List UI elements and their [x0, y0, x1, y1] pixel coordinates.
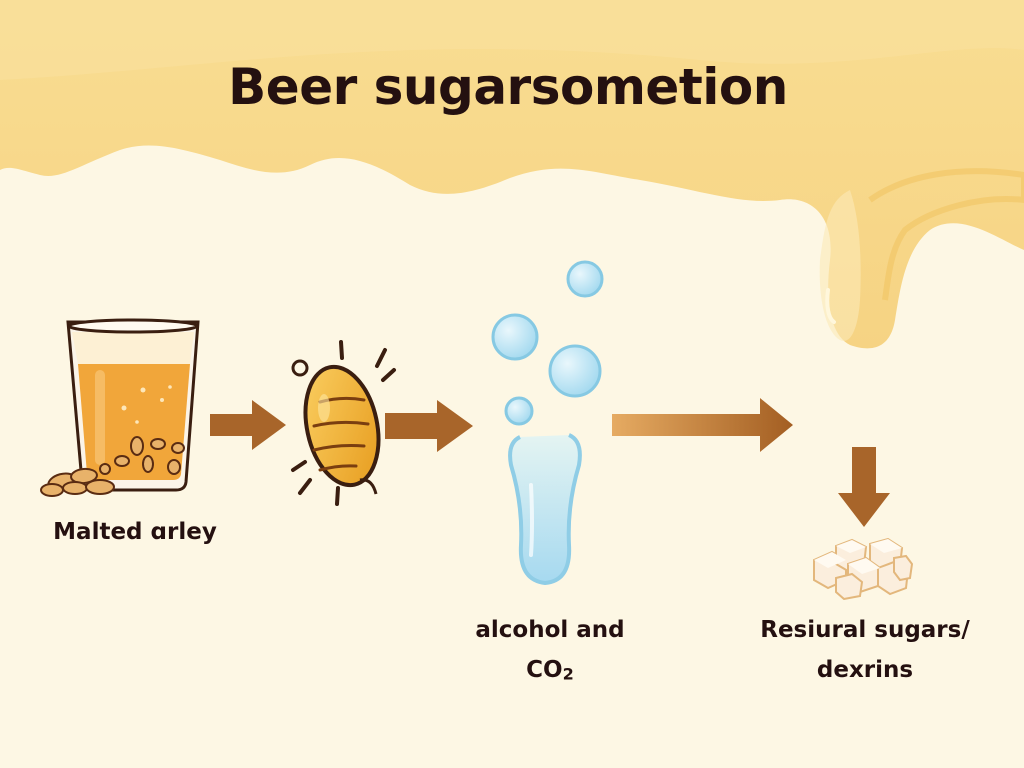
sugar-cubes-icon [813, 538, 914, 600]
arrow-right-icon [210, 400, 286, 450]
label-line-2: dexrins [816, 657, 914, 683]
dripping-liquid-background [0, 0, 1024, 349]
label-line-1: alcohol and [475, 617, 625, 643]
arrow-down-icon [838, 447, 890, 527]
arrow-right-icon [385, 400, 473, 452]
co2-subscript: 2 [562, 664, 574, 684]
step-label-alcohol-co2: alcohol and CO2 [430, 610, 670, 694]
bubbles-and-test-tube-icon [491, 260, 604, 586]
beer-glass-with-grains-icon [40, 318, 200, 497]
step-label-malted-barley: Malted ɑrley [53, 519, 217, 545]
co2-main-text: CO [526, 657, 563, 683]
arrow-right-gradient-icon [612, 398, 793, 452]
page-title: Beer sugarsometion [228, 58, 788, 116]
label-line-2: CO2 [430, 650, 670, 694]
label-line-1: Resiural sugars/ [760, 617, 970, 643]
yeast-cell-icon [291, 340, 396, 506]
step-label-residual-sugars: Resiural sugars/ dexrins [720, 610, 1010, 690]
